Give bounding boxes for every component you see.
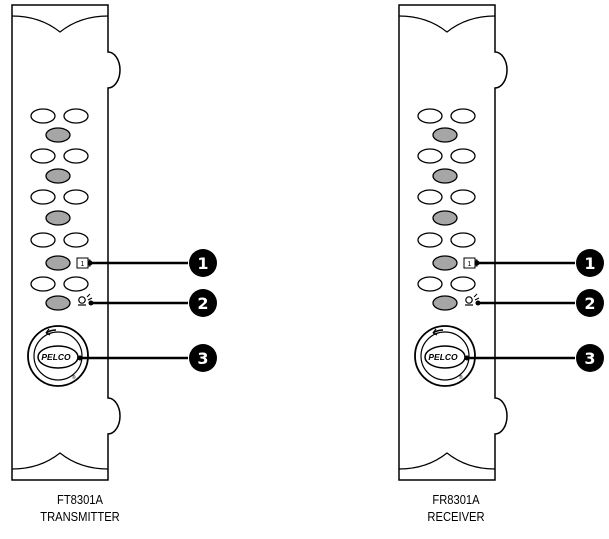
- led-indicator: [45, 210, 71, 226]
- led-indicator: [45, 127, 71, 143]
- transmitter-module: 1 PELCO ® 1 2: [11, 4, 217, 481]
- led-hole: [417, 148, 443, 164]
- led-hole: [417, 108, 443, 124]
- svg-text:1: 1: [584, 254, 595, 273]
- led-indicator: [432, 255, 458, 271]
- led-hole: [450, 108, 476, 124]
- callout-1: 1: [87, 249, 217, 277]
- led-hole: [450, 148, 476, 164]
- led-hole: [30, 232, 56, 248]
- callout-3: 3: [464, 344, 604, 372]
- led-hole: [450, 189, 476, 205]
- led-hole: [417, 232, 443, 248]
- pelco-logo: PELCO ®: [414, 325, 476, 387]
- svg-text:1: 1: [468, 261, 472, 268]
- led-hole: [417, 276, 443, 292]
- receiver-caption: FR8301A RECEIVER: [387, 491, 525, 525]
- role-label: RECEIVER: [427, 509, 485, 524]
- svg-text:®: ®: [459, 374, 463, 381]
- led-hole: [417, 189, 443, 205]
- pelco-logo: PELCO ®: [27, 325, 89, 387]
- svg-text:3: 3: [584, 349, 595, 368]
- svg-text:®: ®: [72, 374, 76, 381]
- led-hole: [30, 108, 56, 124]
- led-array: [30, 108, 89, 311]
- svg-text:1: 1: [81, 261, 85, 268]
- callout-1: 1: [474, 249, 604, 277]
- optical-link-icon: [465, 293, 480, 306]
- led-hole: [30, 276, 56, 292]
- led-indicator: [45, 168, 71, 184]
- transmitter-caption: FT8301A TRANSMITTER: [11, 491, 149, 525]
- led-hole: [30, 148, 56, 164]
- model-label: FT8301A: [56, 492, 103, 507]
- led-indicator: [432, 168, 458, 184]
- led-array: [417, 108, 476, 311]
- callout-2: 2: [88, 289, 217, 317]
- svg-text:3: 3: [197, 349, 208, 368]
- led-indicator: [432, 210, 458, 226]
- led-hole: [63, 232, 89, 248]
- led-hole: [30, 189, 56, 205]
- led-hole: [63, 108, 89, 124]
- led-indicator: [432, 295, 458, 311]
- led-hole: [63, 148, 89, 164]
- svg-text:2: 2: [584, 294, 595, 313]
- led-indicator: [45, 255, 71, 271]
- svg-text:PELCO: PELCO: [41, 352, 71, 362]
- svg-text:2: 2: [197, 294, 208, 313]
- receiver-module: 1 PELCO ® 1 2: [398, 4, 604, 481]
- svg-text:1: 1: [197, 254, 208, 273]
- led-indicator: [45, 295, 71, 311]
- led-hole: [63, 189, 89, 205]
- led-indicator: [432, 127, 458, 143]
- led-hole: [450, 276, 476, 292]
- callout-3: 3: [77, 344, 217, 372]
- led-hole: [450, 232, 476, 248]
- led-hole: [63, 276, 89, 292]
- optical-link-icon: [78, 293, 93, 306]
- callout-2: 2: [475, 289, 604, 317]
- model-label: FR8301A: [432, 492, 480, 507]
- svg-text:PELCO: PELCO: [428, 352, 458, 362]
- role-label: TRANSMITTER: [40, 509, 120, 524]
